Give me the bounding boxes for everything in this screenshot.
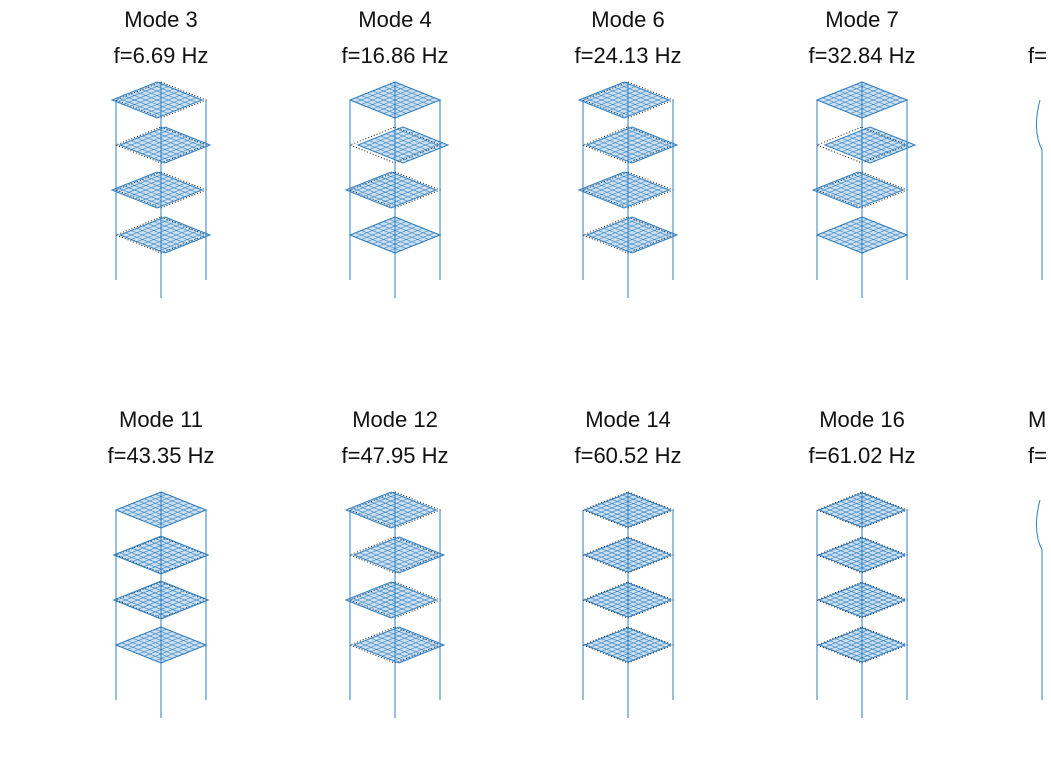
mode-title: Mode 12 [352, 407, 438, 432]
mode-subplot: Mode 3 f=6.69 Hz [61, 0, 261, 360]
floor-slab [118, 216, 212, 254]
mode-title: Mode 14 [585, 407, 671, 432]
floor-slab [815, 216, 909, 254]
floor-slab [344, 581, 438, 619]
floor-slab [583, 582, 673, 618]
tower-mode-shape [1036, 99, 1043, 280]
mode-title: Mode 6 [591, 7, 665, 32]
floor-slab [112, 535, 210, 575]
mode-subplot: Mode 14 f=60.52 Hz [528, 400, 728, 760]
mode-title: M [1028, 407, 1047, 432]
mode-subplot: Mode 16 f=61.02 Hz [762, 400, 962, 760]
floor-slab [817, 582, 907, 618]
floor-slab [114, 626, 208, 664]
floor-slab [585, 126, 679, 164]
column [1036, 499, 1043, 700]
mode-title: Mode 3 [124, 7, 198, 32]
tower-mode-shape [581, 491, 675, 718]
floor-slab [348, 216, 442, 254]
floor-slab [344, 171, 438, 209]
floor-slab [583, 627, 673, 663]
floor-slab [110, 171, 204, 209]
frequency-label: f=24.13 Hz [574, 43, 682, 68]
tower-mode-shape [1036, 499, 1043, 700]
frequency-label: f=6.69 Hz [113, 43, 209, 68]
floor-slab [348, 81, 442, 119]
tower-mode-shape [811, 81, 917, 298]
floor-slab [815, 81, 909, 119]
tower-mode-shape [112, 491, 210, 718]
tower-mode-shape [815, 491, 909, 718]
floor-slab [577, 171, 671, 209]
frequency-label: f=47.95 Hz [341, 443, 449, 468]
column [1036, 99, 1043, 280]
floor-slab [112, 580, 210, 620]
mode-title: Mode 11 [119, 407, 203, 432]
frequency-label: f=16.86 Hz [341, 43, 449, 68]
tower-mode-shape [110, 81, 212, 298]
frequency-label: f= [1028, 43, 1047, 68]
frequency-label: f= [1028, 443, 1047, 468]
mode-subplot: Mode 4 f=16.86 Hz [295, 0, 495, 360]
floor-slab [823, 126, 917, 164]
frequency-label: f=32.84 Hz [808, 43, 916, 68]
tower-mode-shape [344, 491, 446, 718]
mode-subplot: Mode 6 f=24.13 Hz [528, 0, 728, 360]
floor-slab [110, 81, 204, 119]
floor-slab [577, 81, 671, 119]
frequency-label: f=61.02 Hz [808, 443, 916, 468]
floor-slab [356, 126, 450, 164]
floor-slab [118, 126, 212, 164]
frequency-label: f=43.35 Hz [107, 443, 215, 468]
floor-slab [352, 536, 446, 574]
mode-title: Mode 16 [819, 407, 905, 432]
floor-slab [114, 491, 208, 529]
mode-subplot: Mode 11 f=43.35 Hz [61, 400, 261, 760]
floor-slab [811, 171, 905, 209]
floor-slab [817, 627, 907, 663]
mode-subplot: f= [1028, 0, 1051, 360]
floor-slab [583, 537, 673, 573]
mode-title: Mode 7 [825, 7, 899, 32]
floor-slab [583, 492, 673, 528]
mode-subplot: Mode 12 f=47.95 Hz [295, 400, 495, 760]
floor-slab [817, 537, 907, 573]
frequency-label: f=60.52 Hz [574, 443, 682, 468]
floor-slab [585, 216, 679, 254]
floor-slab [817, 492, 907, 528]
tower-mode-shape [577, 81, 679, 298]
floor-slab [352, 626, 446, 664]
mode-subplot: Mode 7 f=32.84 Hz [762, 0, 962, 360]
floor-slab [344, 491, 438, 529]
tower-mode-shape [344, 81, 450, 298]
mode-title: Mode 4 [358, 7, 432, 32]
